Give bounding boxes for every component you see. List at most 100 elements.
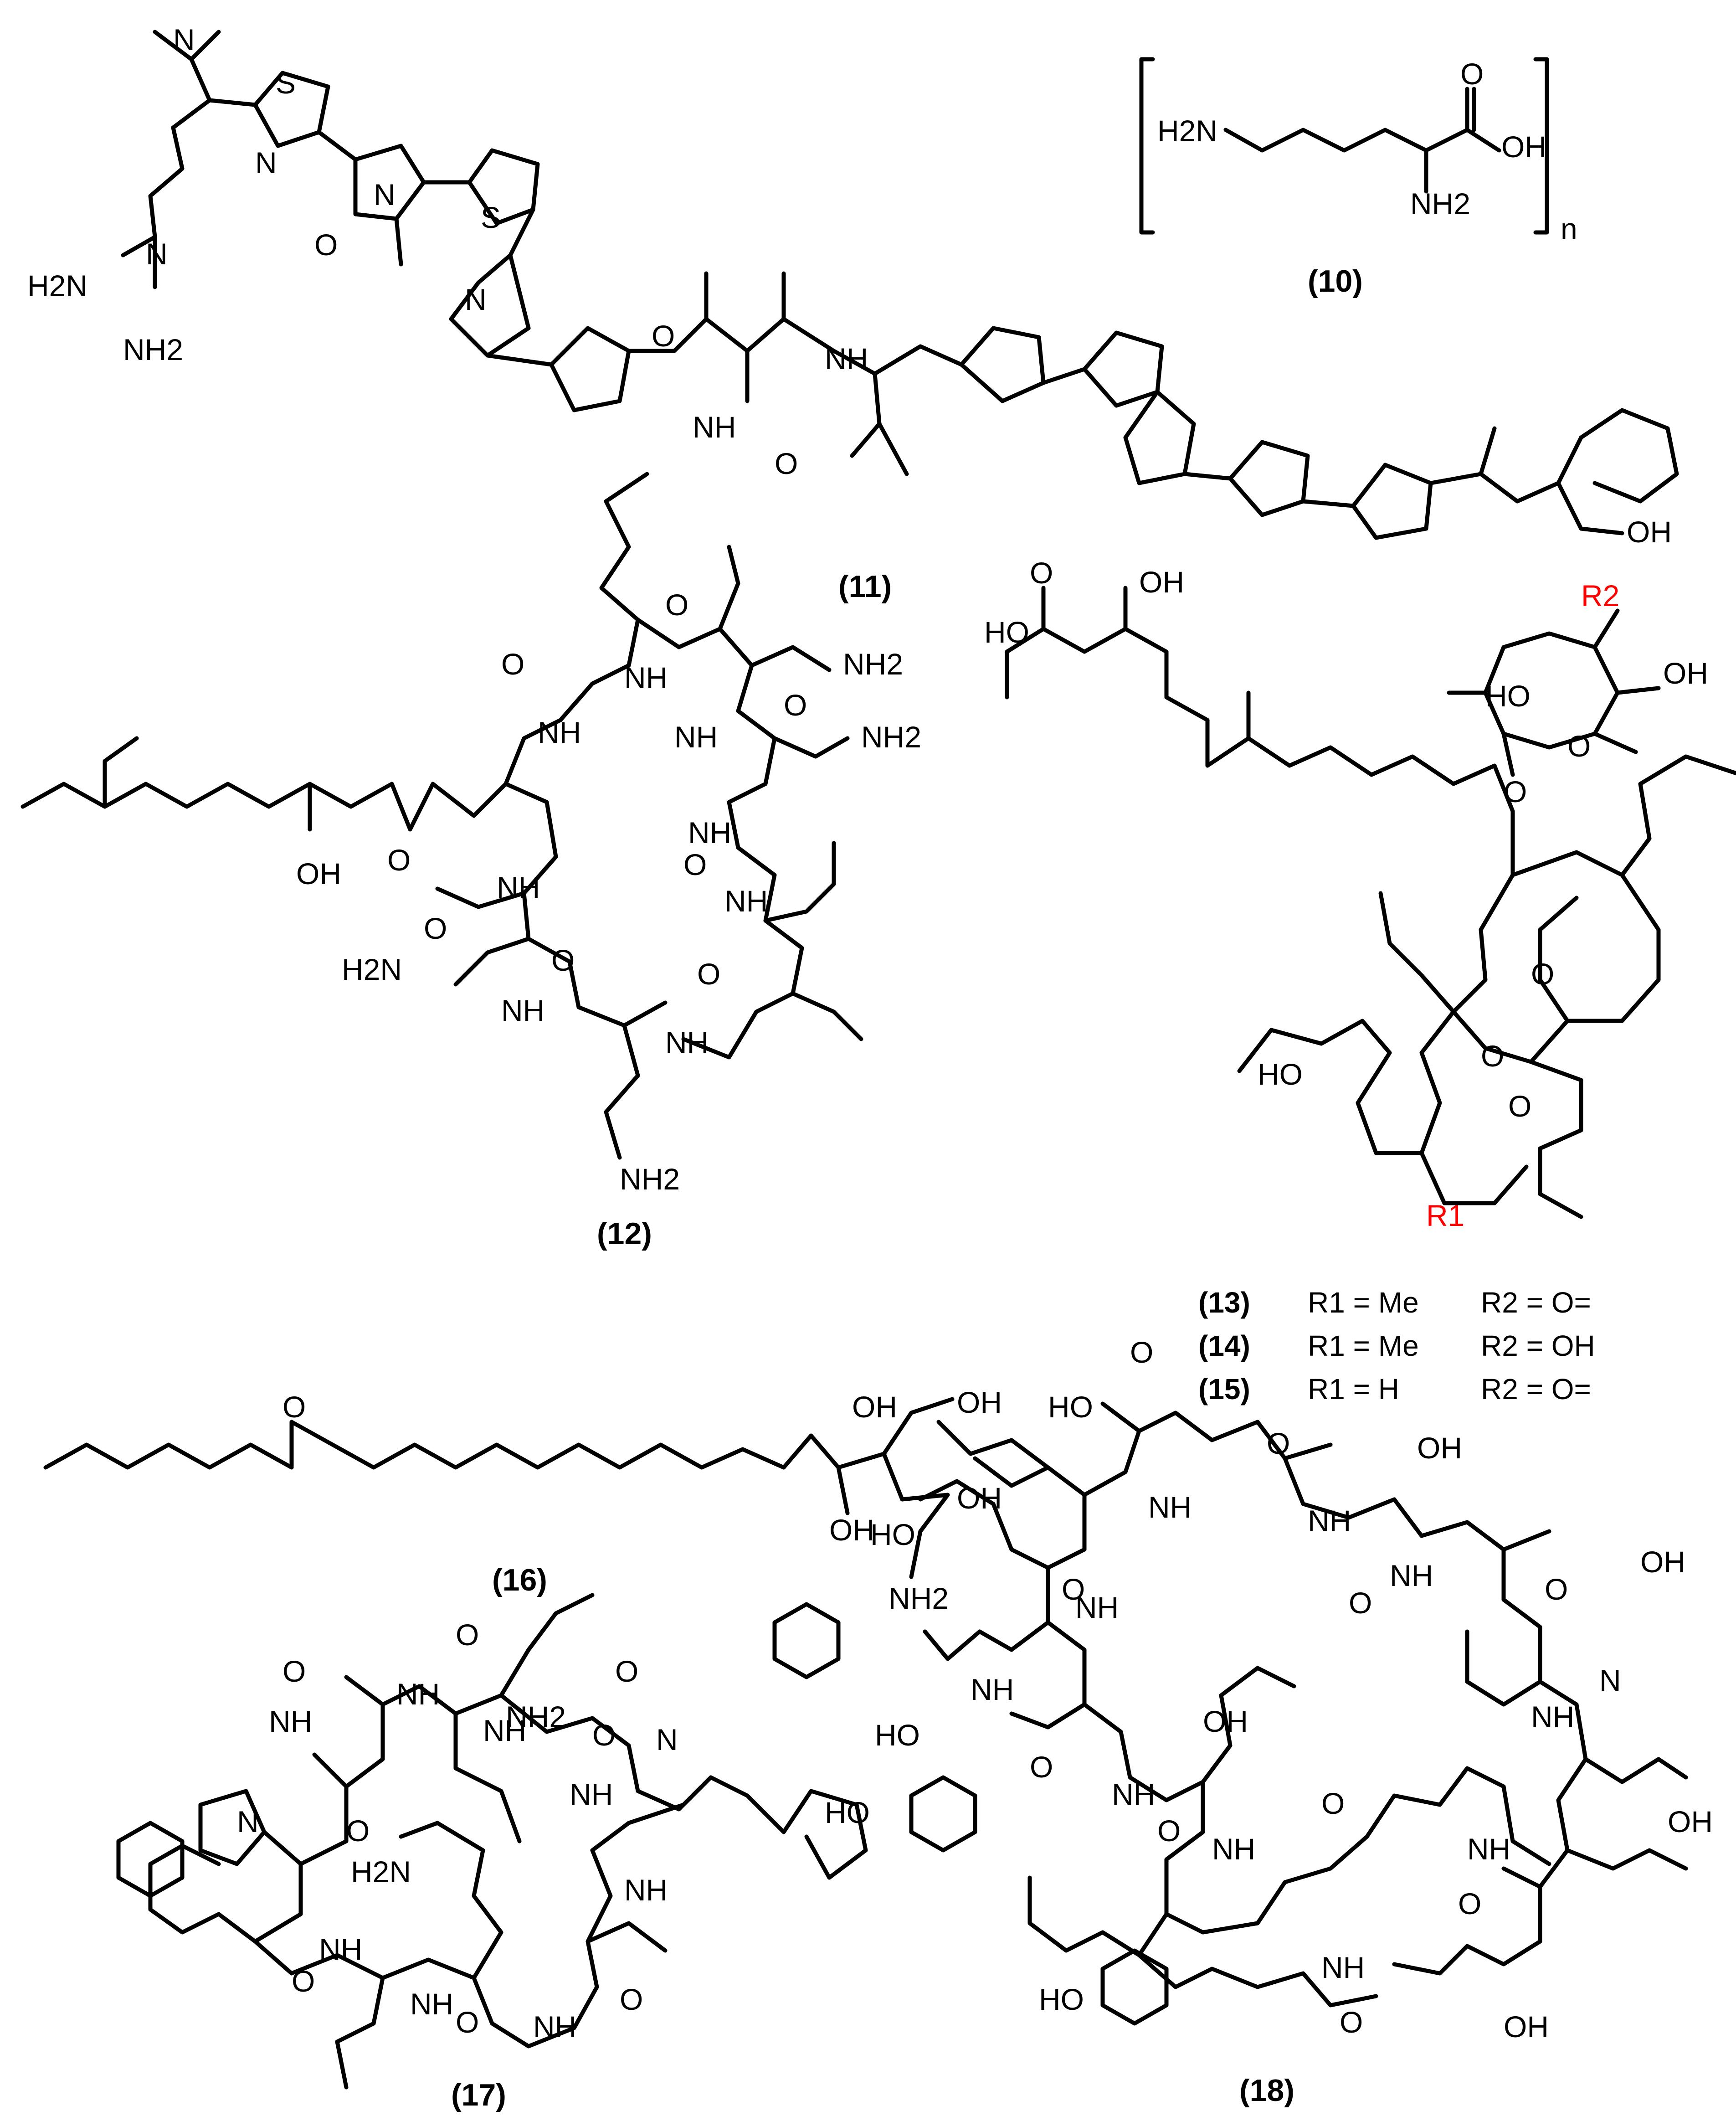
backbone-13 [1005, 586, 1736, 1219]
dimethylamino-n: N [173, 23, 195, 57]
caption-10: (10) [1308, 264, 1363, 299]
backbone-17 [148, 1593, 868, 2090]
amide-o-12-e: O [697, 957, 720, 991]
amide-o-18-g: O [1458, 1887, 1481, 1920]
row-13-r2: R2 = O= [1481, 1286, 1591, 1319]
row-14-r1: R1 = Me [1308, 1329, 1419, 1362]
amide-o-12-b: O [665, 588, 688, 622]
caption-17: (17) [451, 2078, 506, 2112]
amide-o-17-g: O [456, 2005, 479, 2039]
acid-oh-18-lower-right: OH [1668, 1805, 1713, 1838]
amine-nh2-12-bottom: NH2 [620, 1162, 680, 1196]
phenyl-17-b [116, 1821, 185, 1898]
amine-nh2-17: NH2 [506, 1700, 566, 1734]
backbone-12 [21, 472, 863, 1160]
amide-o-12-f: O [551, 943, 575, 977]
glycoside-o: O [1504, 775, 1527, 808]
caption-11: (11) [838, 569, 892, 604]
sugar-ring-o: O [1567, 729, 1591, 763]
backbone-16 [43, 1397, 955, 1579]
serine-ho-18: HO [875, 1718, 920, 1752]
acid-oh-18-bottom: OH [1504, 2010, 1549, 2044]
oxazole-o-1: O [314, 228, 338, 262]
cyclopentanol-ho: HO [1258, 1057, 1303, 1091]
amide-nh-12-g: NH [501, 994, 544, 1027]
row-14-r2: R2 = OH [1481, 1329, 1595, 1362]
compound-17: NH NH NH NH NH NH NH NH N N H2N NH2 O O … [116, 1593, 868, 2112]
amide-nh-17-g: NH [533, 2010, 576, 2044]
compound-18: HO OH HO OH HO OH HO OH HO OH NH NH NH N… [825, 1335, 1713, 2108]
lys-nh2-1: NH2 [843, 647, 903, 681]
amine-h2n-12: H2N [342, 952, 402, 986]
acid-o: O [1030, 556, 1053, 590]
caption-12: (12) [597, 1216, 652, 1251]
proline-n-17-a: N [656, 1723, 678, 1756]
bracket-left [1139, 57, 1155, 235]
amide-nh-18-g: NH [1467, 1832, 1510, 1866]
sugar-ring [1447, 608, 1661, 777]
acid-oh-18-center: OH [1203, 1704, 1248, 1738]
sugar-ho: HO [1485, 679, 1531, 713]
amide-o2-11: O [775, 447, 798, 480]
acid-ho-18-top: HO [1048, 1390, 1093, 1424]
row-13-r1: R1 = Me [1308, 1286, 1419, 1319]
amide-o-17-c: O [615, 1654, 638, 1688]
carboxyl-oh-11: OH [1627, 515, 1672, 549]
phenyl-17-a [772, 1602, 841, 1679]
amide-nh2-11: NH [825, 342, 868, 376]
thiazole-s-2: S [481, 201, 501, 234]
guanidine-nh2: NH2 [123, 333, 183, 366]
row-13-id: (13) [1198, 1286, 1250, 1319]
row-15-r1: R1 = H [1308, 1373, 1399, 1406]
amide-nh-11: NH [693, 410, 736, 444]
amide-nh-12-d: NH [688, 816, 731, 849]
compound-13-15: R2 HO OH O O HO O OH HO O O O R1 (13) R1… [984, 556, 1736, 1406]
acid-oh-18-right: OH [1640, 1545, 1685, 1579]
amide-o-17-d: O [592, 1718, 616, 1752]
amide-o-12-d: O [683, 848, 707, 881]
amine-nh2-16: NH2 [889, 1581, 949, 1615]
amide-o-18-c: O [1030, 1750, 1053, 1784]
amide-o-18-a: O [1267, 1426, 1290, 1460]
row-15-r2: R2 = O= [1481, 1373, 1591, 1406]
thiazole-s-1: S [276, 66, 296, 100]
compound-10: H2N O OH NH2 n (10) [1139, 57, 1577, 299]
acid-oh-18-top-right: OH [1417, 1431, 1462, 1465]
compound-16: O OH OH OH OH NH2 (16) [43, 1385, 1002, 1615]
amide-nh-18-h: NH [1531, 1700, 1574, 1734]
amide-o-12-a: O [501, 647, 524, 681]
amide-o-17-e: O [346, 1814, 370, 1848]
carbonyl-o-label: O [1460, 57, 1484, 91]
proline-n-18: N [1599, 1663, 1621, 1697]
amide-nh-17-h: NH [624, 1873, 668, 1907]
amide-o-18-top: O [1130, 1335, 1153, 1369]
amide-o-18-h: O [1545, 1572, 1568, 1606]
amide-nh-18-e: NH [1212, 1832, 1255, 1866]
amine-label: H2N [1157, 114, 1217, 148]
caption-16: (16) [492, 1563, 547, 1597]
amide-nh-17-c: NH [570, 1777, 613, 1811]
caption-18: (18) [1239, 2073, 1294, 2108]
thiazole-n-1: N [255, 146, 277, 180]
amide-nh-18-f: NH [1321, 1951, 1365, 1984]
amide-nh-18-j: NH [1308, 1504, 1351, 1538]
r1-label: R1 [1426, 1199, 1464, 1232]
amide-nh-17-d: NH [269, 1704, 312, 1738]
acid-ho-18-left: HO [870, 1518, 915, 1551]
hydroxyl-label: OH [1501, 130, 1546, 164]
amide-nh-18-d: NH [1112, 1777, 1155, 1811]
proline-n-17-b: N [237, 1805, 259, 1838]
amide-o-17-b: O [456, 1618, 479, 1652]
amide-o-18-i: O [1349, 1586, 1372, 1620]
ketone-o-16: O [282, 1390, 306, 1424]
lys-nh2-2: NH2 [861, 720, 921, 754]
sugar-oh: OH [1663, 656, 1708, 690]
backbone-18 [918, 1401, 1688, 2008]
amide-o-17-f: O [292, 1964, 315, 1998]
amide-nh-18-i: NH [1390, 1559, 1433, 1592]
amide-nh-12-h: NH [497, 870, 540, 904]
amide-o-17-a: O [282, 1654, 306, 1688]
amide-nh-12-f: NH [665, 1025, 709, 1059]
amide-o-12-c: O [784, 688, 807, 722]
